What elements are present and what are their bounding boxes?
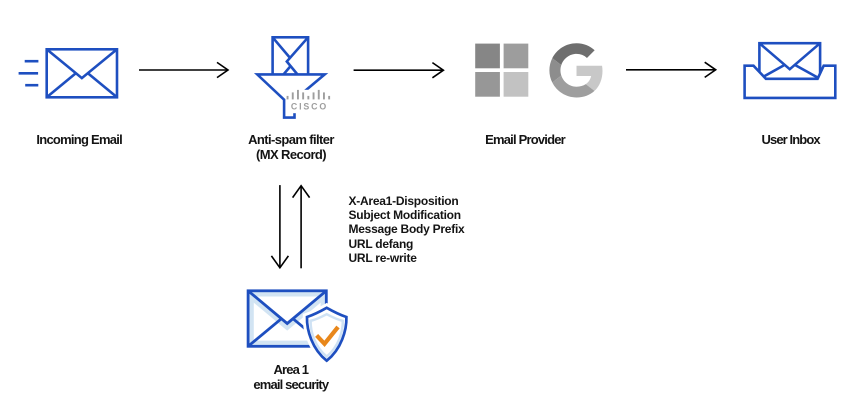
svg-text:CISCO: CISCO	[291, 102, 328, 112]
